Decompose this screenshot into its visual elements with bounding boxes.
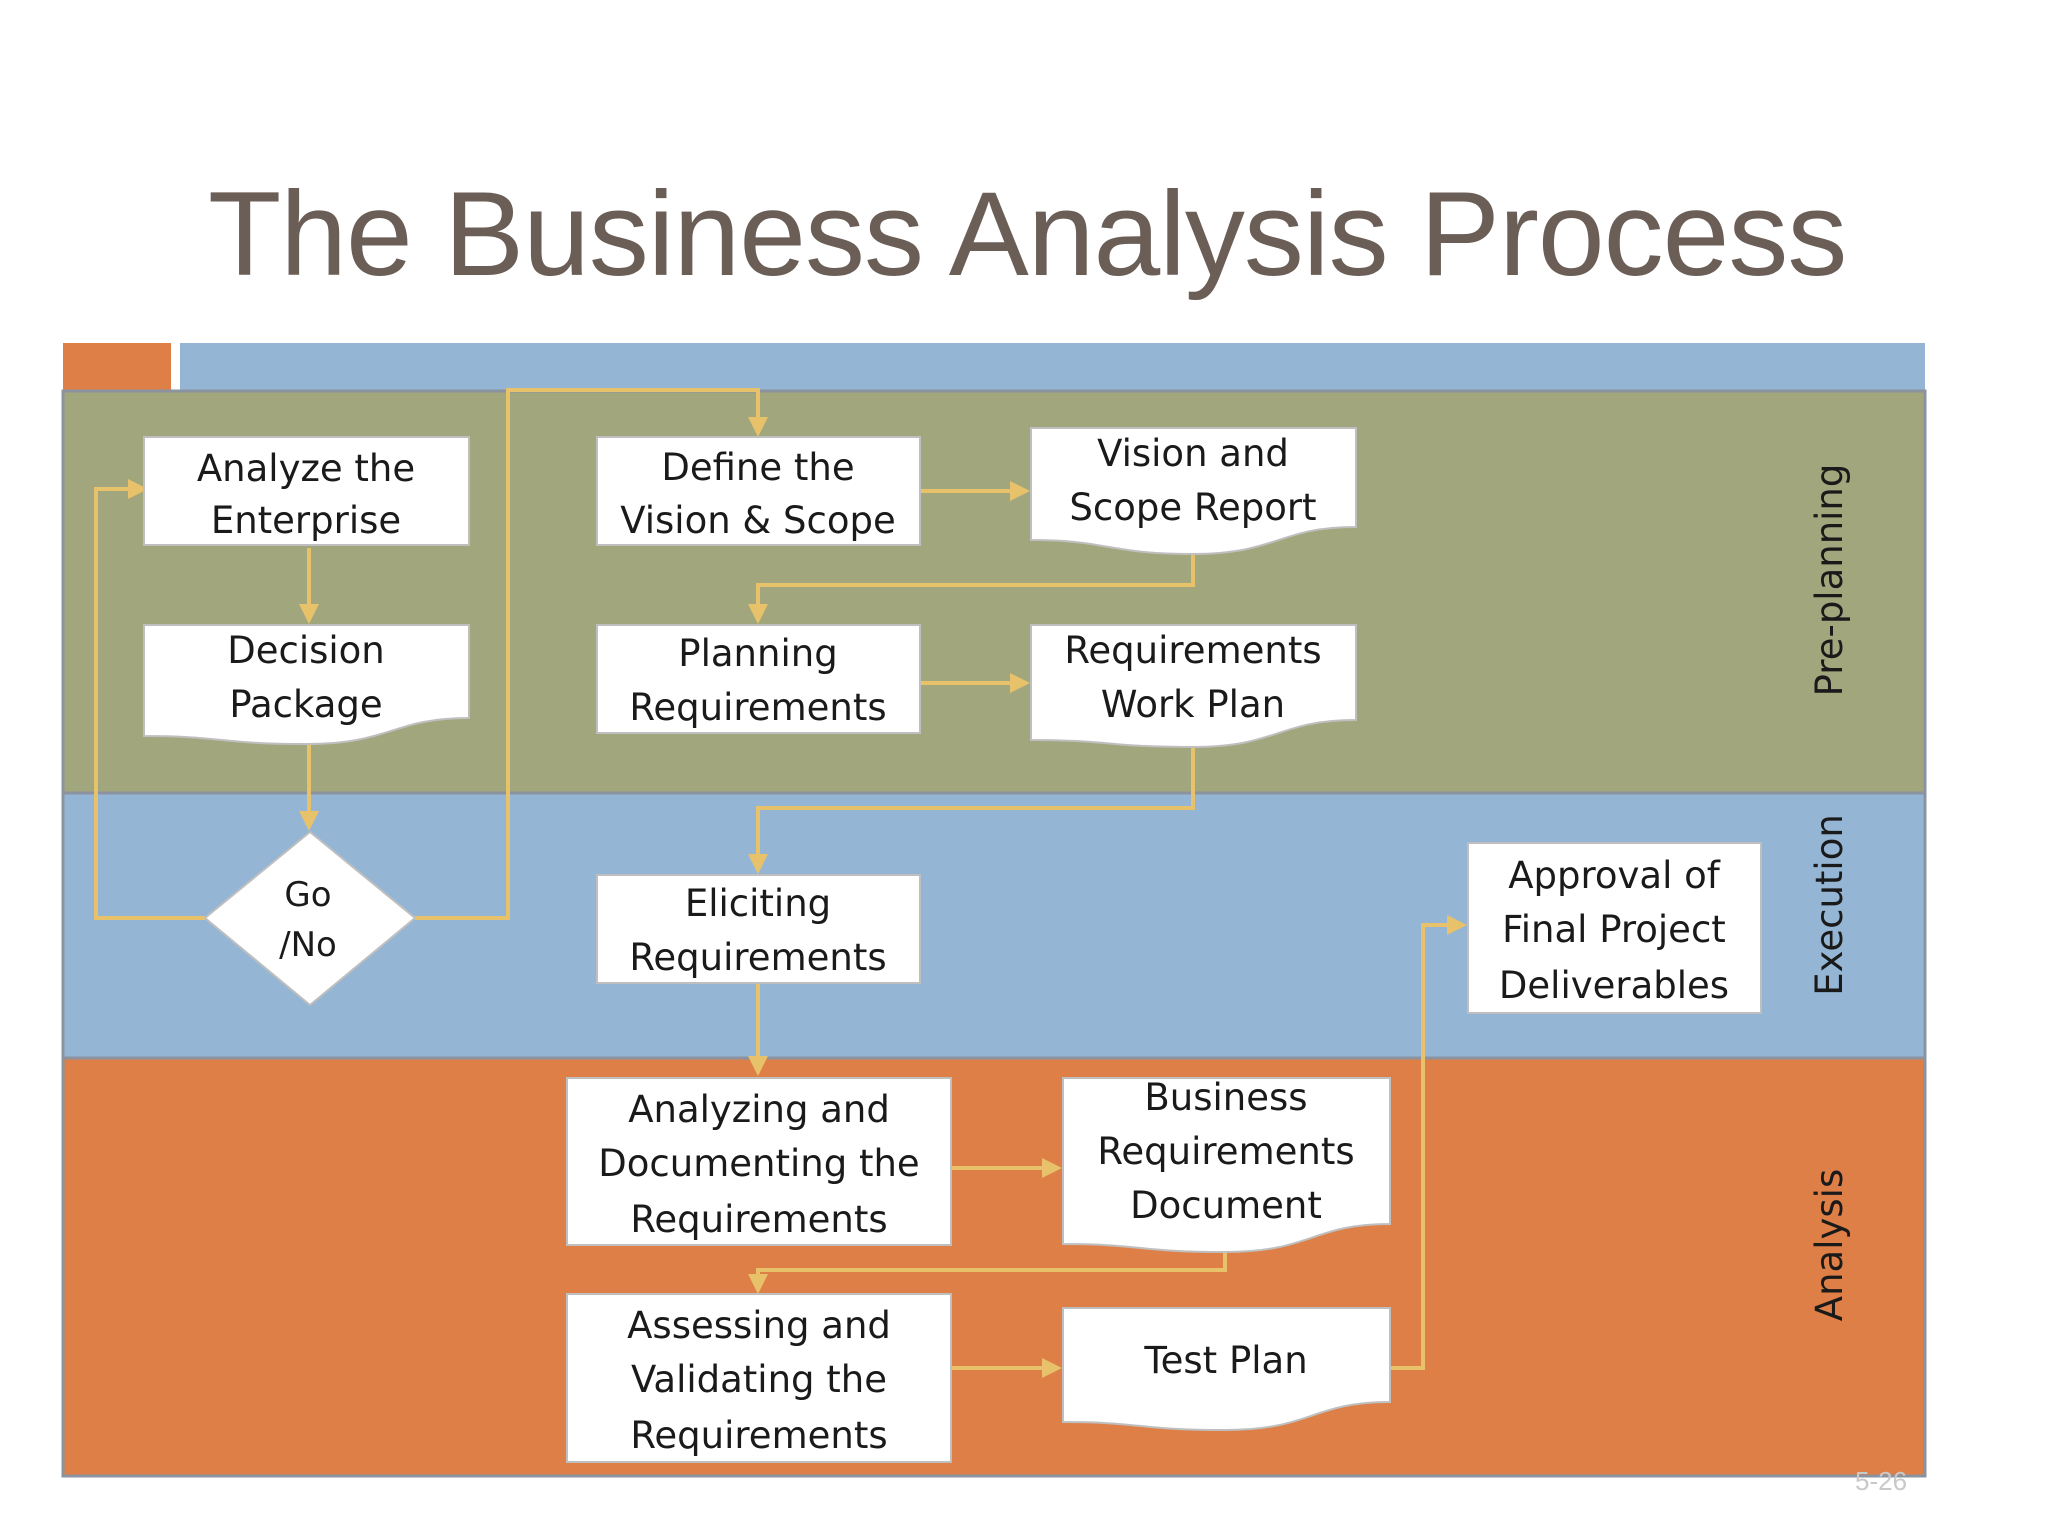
node-assessing-validating-line-2: Validating the [631,1358,887,1401]
top-band [63,343,1925,391]
node-approval: Approval of Final Project Deliverables [1467,842,1762,1014]
node-requirements-work-plan-line-1: Requirements [1064,629,1321,672]
connector-vision-report-to-planning [748,548,1195,624]
node-requirements-work-plan: Requirements Work Plan [1030,624,1357,749]
corner-accent [63,343,171,391]
node-go-no-line-1: Go [284,875,331,915]
node-approval-line-2: Final Project [1502,908,1726,951]
node-assessing-validating-line-1: Assessing and [627,1304,891,1347]
lane-label-preplanning: Pre-planning [1808,464,1851,697]
node-analyzing-documenting-line-3: Requirements [630,1198,887,1241]
node-analyze-enterprise: Analyze the Enterprise [143,436,470,546]
node-approval-line-3: Deliverables [1499,964,1729,1007]
node-assessing-validating-line-3: Requirements [630,1414,887,1457]
node-test-plan: Test Plan [1062,1307,1391,1432]
node-brd-line-1: Business [1144,1076,1307,1119]
node-planning-requirements-line-1: Planning [678,632,837,675]
node-define-vision: Define the Vision & Scope [596,436,921,546]
page-title: The Business Analysis Process [208,167,1847,301]
node-analyze-enterprise-line-1: Analyze the [197,447,415,490]
node-analyzing-documenting: Analyzing and Documenting the Requiremen… [566,1077,952,1246]
connector-gono-to-define [415,388,768,920]
corner-gap [171,343,180,391]
node-approval-line-1: Approval of [1508,854,1721,897]
connector-gono-loop-back [94,479,205,920]
lane-label-analysis: Analysis [1808,1169,1851,1321]
node-eliciting-requirements-line-1: Eliciting [685,882,831,925]
node-vision-report: Vision and Scope Report [1030,427,1357,556]
node-analyzing-documenting-line-1: Analyzing and [628,1088,890,1131]
slide-number: 5-26 [1855,1466,1908,1496]
node-requirements-work-plan-line-2: Work Plan [1101,683,1285,726]
node-decision-package: Decision Package [143,624,470,746]
node-define-vision-line-2: Vision & Scope [620,499,896,542]
node-eliciting-requirements-line-2: Requirements [629,936,886,979]
node-planning-requirements-line-2: Requirements [629,686,886,729]
node-brd-line-3: Document [1130,1184,1322,1227]
node-assessing-validating: Assessing and Validating the Requirement… [566,1293,952,1463]
node-vision-report-line-1: Vision and [1097,432,1289,475]
node-brd-line-2: Requirements [1097,1130,1354,1173]
node-go-no-line-2: /No [279,925,337,965]
node-test-plan-line-1: Test Plan [1143,1339,1307,1382]
node-analyze-enterprise-line-2: Enterprise [211,499,401,542]
connector-test-plan-to-approval [1390,915,1467,1370]
lane-label-execution: Execution [1808,814,1851,996]
diagram-frame [61,389,1927,1478]
node-define-vision-line-1: Define the [661,446,854,489]
node-vision-report-line-2: Scope Report [1069,486,1316,529]
node-decision-package-line-1: Decision [227,629,385,672]
node-planning-requirements: Planning Requirements [596,624,921,734]
analysis-lane [63,1058,1925,1476]
node-go-no: Go /No [203,830,417,1007]
node-brd: Business Requirements Document [1062,1076,1391,1254]
node-analyzing-documenting-line-2: Documenting the [598,1142,919,1185]
connectors [94,388,1467,1378]
node-decision-package-line-2: Package [229,683,382,726]
connector-brd-to-assessing [748,1248,1227,1294]
node-eliciting-requirements: Eliciting Requirements [596,874,921,984]
connector-work-plan-to-eliciting [748,743,1195,874]
